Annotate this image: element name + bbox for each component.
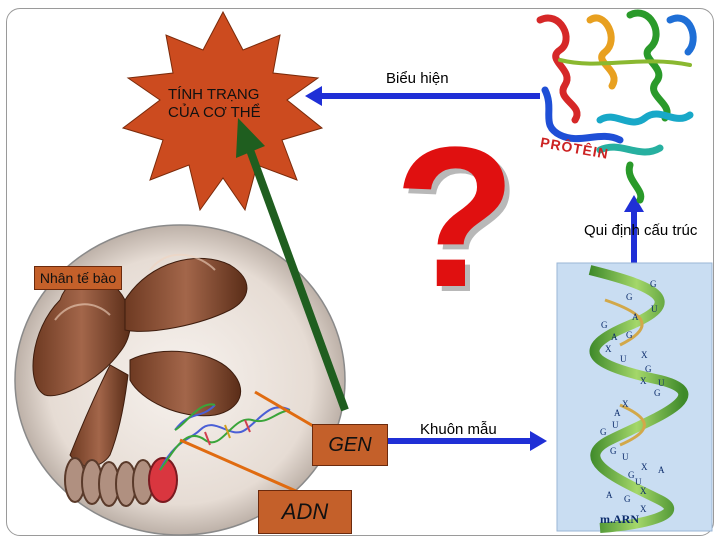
- dna-label: ADN: [282, 499, 328, 525]
- mrna-base-letter: A: [606, 490, 613, 500]
- nucleus-label: Nhân tế bào: [40, 270, 116, 286]
- mrna-label: m.ARN: [600, 512, 639, 527]
- mrna-base-letter: G: [645, 364, 652, 374]
- expression-arrow: [305, 86, 540, 106]
- mrna-base-letter: G: [624, 494, 631, 504]
- mrna-base-letter: X: [640, 486, 647, 496]
- dna-box: ADN: [258, 490, 352, 534]
- mrna-base-letter: X: [622, 399, 629, 409]
- mrna-base-letter: U: [635, 477, 642, 487]
- mrna-base-letter: U: [612, 420, 619, 430]
- question-mark: ?: [394, 108, 516, 328]
- mrna-base-letter: G: [628, 470, 635, 480]
- mrna-base-letter: G: [654, 388, 661, 398]
- template-label: Khuôn mẫu: [420, 421, 497, 438]
- structure-label: Qui định cấu trúc: [584, 222, 697, 239]
- gene-box: GEN: [312, 424, 388, 466]
- nucleus-label-box: Nhân tế bào: [34, 266, 122, 290]
- gene-label: GEN: [328, 434, 371, 457]
- mrna-base-letter: A: [614, 408, 621, 418]
- protein-structure: [540, 13, 693, 200]
- mrna-base-letter: X: [640, 504, 647, 514]
- expression-label: Biểu hiện: [386, 70, 449, 87]
- mrna-base-letter: A: [632, 312, 639, 322]
- mrna-base-letter: G: [626, 330, 633, 340]
- mrna-base-letter: A: [611, 332, 618, 342]
- mrna-base-letter: X: [641, 462, 648, 472]
- mrna-base-letter: G: [600, 427, 607, 437]
- mrna-base-letter: G: [601, 320, 608, 330]
- mrna-base-letter: U: [620, 354, 627, 364]
- mrna-base-letter: A: [658, 465, 665, 475]
- mrna-base-letter: X: [605, 344, 612, 354]
- mrna-base-letter: U: [658, 378, 665, 388]
- mrna-base-letter: U: [651, 304, 658, 314]
- mrna-base-letter: U: [622, 452, 629, 462]
- mrna-base-letter: X: [640, 376, 647, 386]
- mrna-base-letter: G: [610, 446, 617, 456]
- mrna-base-letter: G: [650, 279, 657, 289]
- trait-label-line1: TÍNH TRẠNG: [168, 86, 259, 103]
- mrna-base-letter: X: [641, 350, 648, 360]
- trait-label-line2: CỦA CƠ THỂ: [168, 104, 261, 121]
- mrna-base-letter: G: [626, 292, 633, 302]
